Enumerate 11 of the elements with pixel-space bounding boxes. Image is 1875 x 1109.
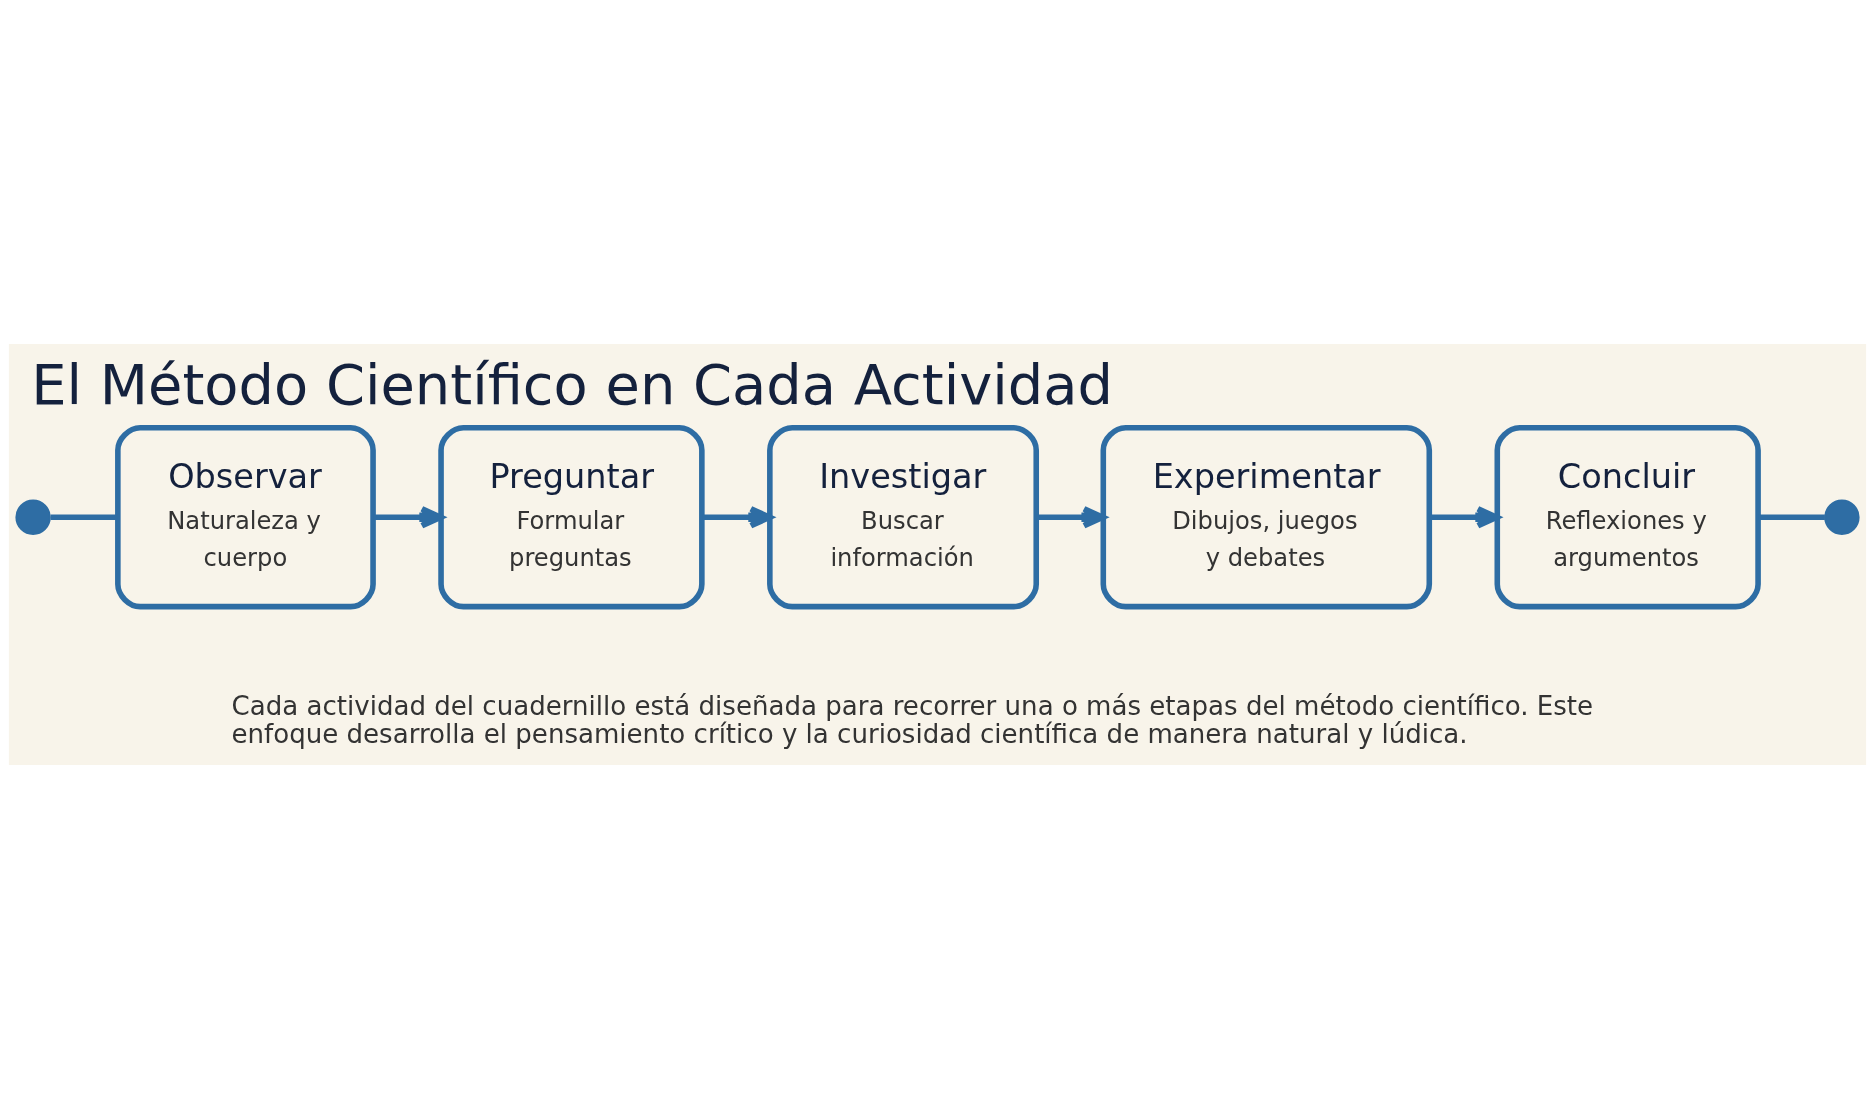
node-box: Preguntar Formular preguntas (438, 425, 705, 610)
node-box: Concluir Reflexiones y argumentos (1494, 425, 1761, 610)
caption: Cada actividad del cuadernillo está diseñada para recorrer una o más etapas del método científico. Este enfoque desarrolla el pensamiento crítico y la curiosidad científica de manera natural y lúdica. (231, 691, 1594, 750)
node-box: Observar Naturaleza y cuerpo (115, 425, 376, 610)
connector (50, 514, 118, 521)
connector (1758, 514, 1825, 521)
node-circle (15, 499, 51, 535)
node-box: Experimentar Dibujos, juegos y debates (1100, 425, 1433, 610)
node-box: Investigar Buscar información (767, 425, 1040, 610)
node-circle (1824, 499, 1860, 535)
diagram-title: El Método Científico en Cada Actividad (31, 351, 1113, 417)
